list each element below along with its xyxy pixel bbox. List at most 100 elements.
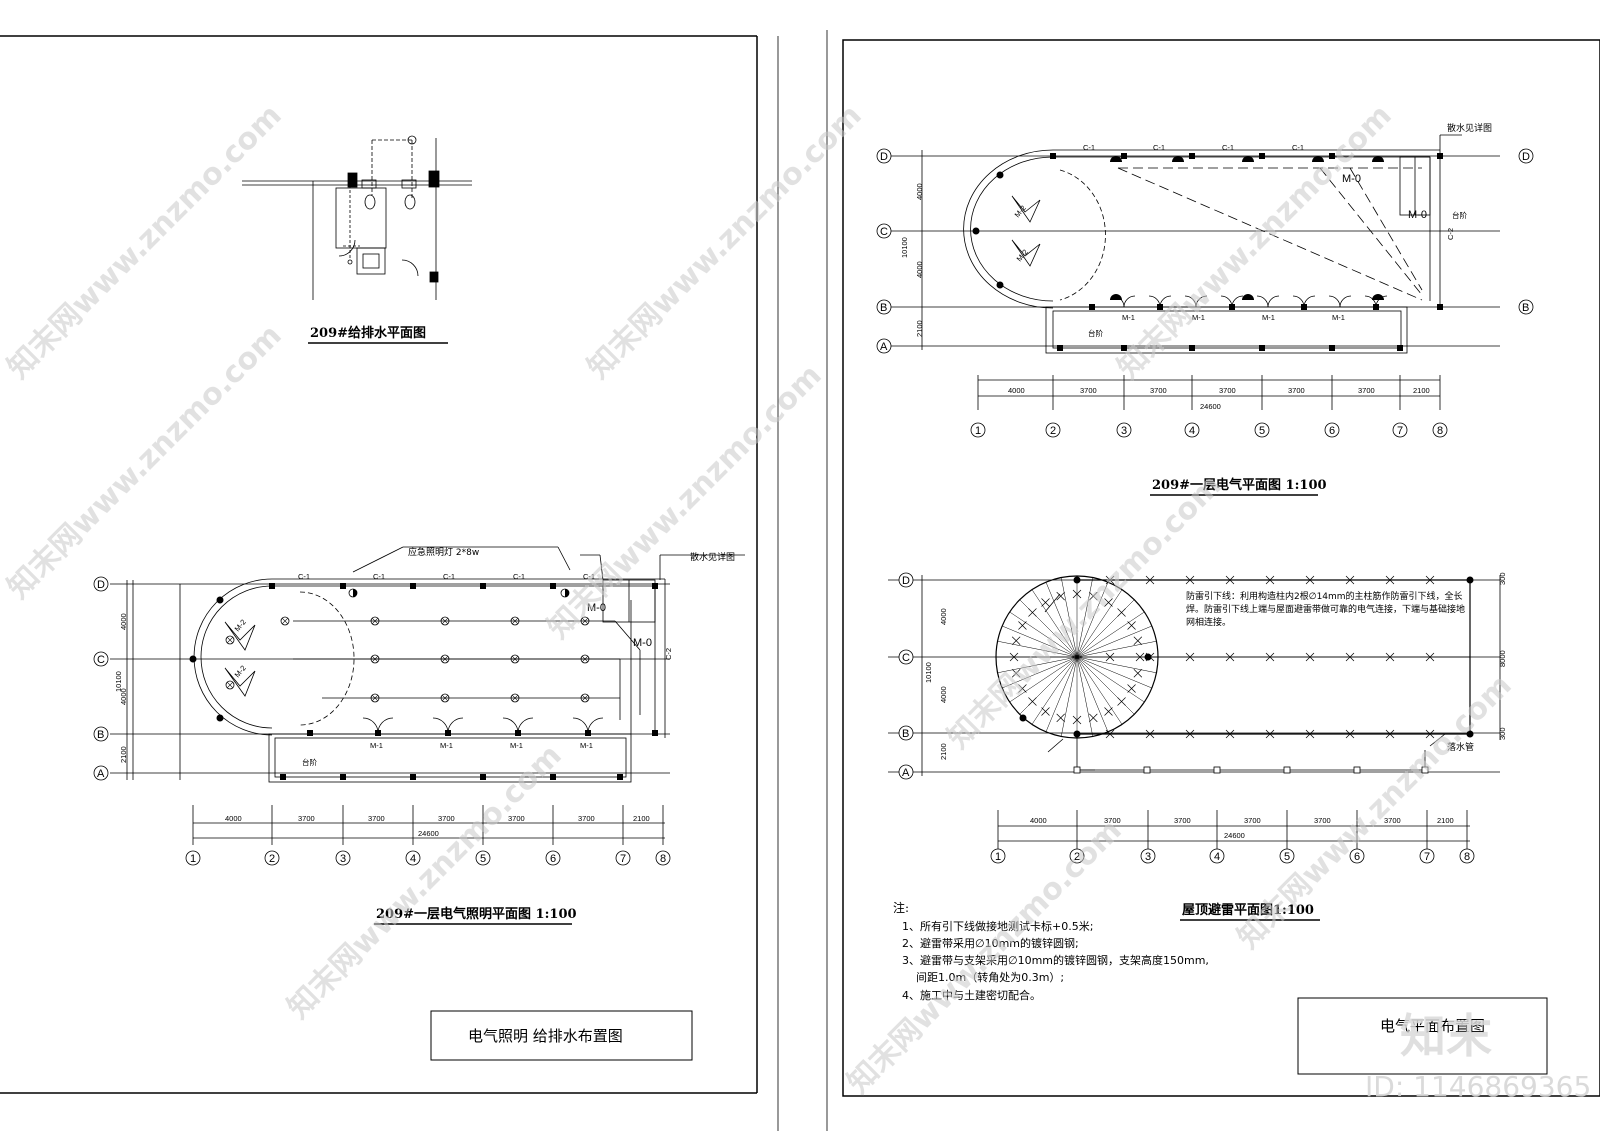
support-mark <box>1011 636 1021 646</box>
step-label: 台阶 <box>302 757 317 767</box>
col-label: 7 <box>1424 851 1430 863</box>
col-label: 5 <box>1284 851 1290 863</box>
door-label: M-0 <box>633 637 652 649</box>
roof-spoke <box>1002 656 1078 689</box>
col-label: 3 <box>1145 851 1151 863</box>
col-label: 7 <box>1397 425 1403 437</box>
electric-title: 209#一层电气平面图 1:100 <box>1152 477 1327 493</box>
dim-label: 4000 <box>1008 386 1025 395</box>
door-label: M-0 <box>1342 173 1361 185</box>
dim-label: 3700 <box>368 814 385 823</box>
col-label: 8 <box>1437 425 1443 437</box>
row-label: D <box>97 579 105 591</box>
dim-label: 4000 <box>915 183 924 200</box>
note-line: 4、施工中与土建密切配合。 <box>902 988 1041 1002</box>
electric-plan: D C B A D B 1 2 3 4 5 6 7 8 4000 3700 37… <box>876 122 1534 438</box>
dim-label: 3700 <box>438 814 455 823</box>
col-label: 4 <box>410 853 416 865</box>
dim-label: 2100 <box>939 743 948 760</box>
step-label: 台阶 <box>1452 210 1468 220</box>
roof-spoke <box>1076 656 1145 703</box>
dim-label: 2100 <box>1437 816 1454 825</box>
roof-spoke <box>1076 589 1123 658</box>
door-label: M-2 <box>233 664 248 680</box>
col-label: 5 <box>1259 425 1265 437</box>
support-mark <box>1041 598 1050 607</box>
row-label: B <box>880 302 887 314</box>
support-mark <box>1056 713 1066 723</box>
dim-total: 10100 <box>900 237 909 258</box>
roof-spoke <box>1076 656 1152 689</box>
row-label: A <box>880 341 888 353</box>
col-label: 7 <box>620 853 626 865</box>
row-label: A <box>97 768 105 780</box>
row-label: C <box>880 226 888 238</box>
roof-spoke <box>1076 656 1109 732</box>
dim-label: 3700 <box>298 814 315 823</box>
image-id: ID: 1146869365 <box>1365 1070 1591 1103</box>
drain-label: 散水见详图 <box>690 551 735 563</box>
dim-label: 3700 <box>1314 816 1331 825</box>
door-label: M-0 <box>587 602 606 614</box>
support-mark <box>1041 707 1050 716</box>
door-label: M-0 <box>1408 209 1427 221</box>
roof-spoke <box>1076 577 1094 658</box>
dim-total: 10100 <box>114 671 123 692</box>
dim-label: 4000 <box>915 261 924 278</box>
roof-spoke <box>1009 611 1078 658</box>
door-label: M-1 <box>370 741 383 750</box>
dim-total: 24600 <box>418 829 439 838</box>
window-label: C-2 <box>1446 228 1455 240</box>
dim-label: 3700 <box>1174 816 1191 825</box>
note-line: 间距1.0m（转角处为0.3m）; <box>902 970 1064 984</box>
row-label: D <box>902 575 910 587</box>
door-label: M-1 <box>580 741 593 750</box>
roof-spoke <box>1076 625 1152 658</box>
row-label: D <box>880 151 888 163</box>
support-mark <box>1117 608 1126 617</box>
support-mark <box>1117 697 1126 706</box>
window-label: C-2 <box>664 648 673 660</box>
dim-label: 3700 <box>1080 386 1097 395</box>
row-label: B <box>97 729 104 741</box>
col-label: 2 <box>1050 425 1056 437</box>
watermark-text: 知末网www.znzmo.com <box>1231 668 1519 956</box>
support-mark <box>1104 707 1113 716</box>
col-label: 1 <box>975 425 981 437</box>
col-label: 8 <box>660 853 666 865</box>
note-line: 3、避雷带与支架采用∅10mm的镀锌圆钢，支架高度150mm, <box>902 953 1209 967</box>
dim-label: 2100 <box>915 320 924 337</box>
dim-label: 3700 <box>1288 386 1305 395</box>
col-label: 6 <box>1354 851 1360 863</box>
window-label: C-1 <box>373 572 385 581</box>
col-label: 4 <box>1214 851 1220 863</box>
roof-spoke <box>1076 656 1135 715</box>
dim-label: 3700 <box>1104 816 1121 825</box>
gutter-label: 落水管 <box>1447 741 1474 752</box>
support-mark <box>1028 608 1037 617</box>
roof-spoke <box>1031 656 1078 725</box>
watermark-text: 知末网www.znzmo.com <box>281 738 569 1026</box>
roof-lightning-plan: D C B A 1 2 3 4 5 6 7 8 4000 3700 3700 3… <box>888 572 1507 864</box>
row-label: B <box>902 728 909 740</box>
col-label: 2 <box>269 853 275 865</box>
row-label: C <box>902 652 910 664</box>
dim-label: 3700 <box>508 814 525 823</box>
note-line: 2、避雷带采用∅10mm的镀锌圆钢; <box>902 936 1079 950</box>
roof-spoke <box>1045 656 1078 732</box>
roof-spoke <box>1060 577 1078 658</box>
window-label: C-1 <box>1292 143 1304 152</box>
roof-spoke <box>1076 611 1145 658</box>
notes-title: 注: <box>893 900 909 915</box>
title-block-left <box>430 1010 693 1061</box>
note-line: 1、所有引下线做接地测试卡标+0.5米; <box>902 919 1093 933</box>
dim-label: 2100 <box>633 814 650 823</box>
door-label: M-1 <box>1332 313 1345 322</box>
door-label: M-1 <box>440 741 453 750</box>
door-label: M-2 <box>1013 204 1028 220</box>
support-mark <box>1127 621 1136 630</box>
dim-label: 3700 <box>1219 386 1236 395</box>
dim-label: 2100 <box>119 746 128 763</box>
dim-label: 3700 <box>1384 816 1401 825</box>
dim-label: 4000 <box>119 613 128 630</box>
